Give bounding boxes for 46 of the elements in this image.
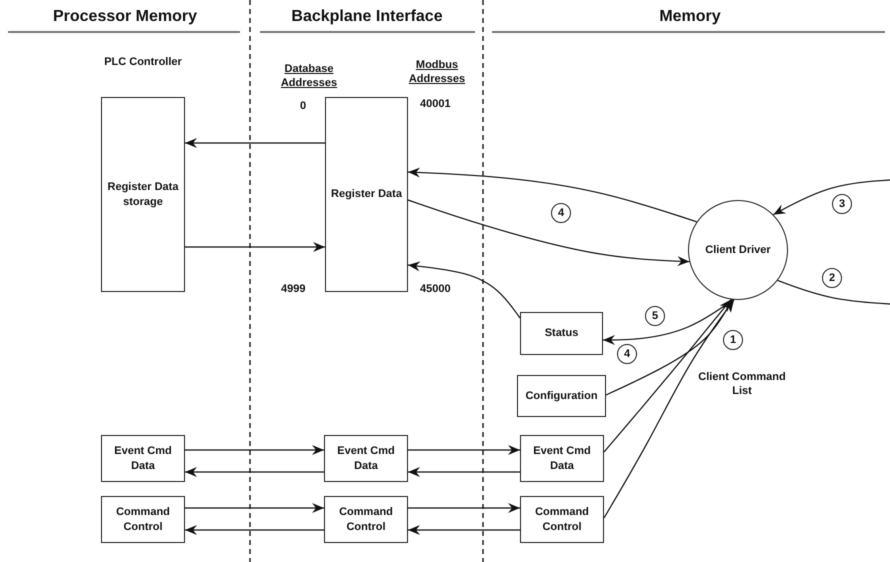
node-label: Command Control bbox=[115, 505, 171, 534]
callout-number: 5 bbox=[645, 306, 665, 326]
node-label: Command Control bbox=[534, 505, 590, 534]
node-label: Event Cmd Data bbox=[336, 444, 396, 473]
node-label: Client Driver bbox=[705, 242, 771, 258]
arrow bbox=[603, 299, 734, 518]
note-label: 40001 bbox=[420, 98, 451, 110]
arrow bbox=[408, 168, 697, 222]
arrow bbox=[185, 242, 325, 252]
arrow bbox=[408, 199, 690, 266]
arrow bbox=[408, 445, 520, 455]
section-heading: Backplane Interface bbox=[291, 8, 443, 26]
arrow bbox=[185, 525, 324, 535]
note-label: 45000 bbox=[420, 283, 451, 295]
callout-number: 1 bbox=[723, 330, 743, 350]
section-heading: Processor Memory bbox=[52, 8, 198, 26]
node-label: Event Cmd Data bbox=[532, 444, 592, 473]
note-label: 0 bbox=[300, 100, 306, 112]
arrow bbox=[408, 525, 520, 535]
note-label: 4999 bbox=[281, 283, 306, 295]
callout-number: 3 bbox=[832, 194, 852, 214]
arrow bbox=[603, 299, 734, 345]
arrow bbox=[606, 299, 733, 396]
arrow bbox=[773, 179, 890, 216]
arrow bbox=[408, 503, 520, 513]
node-label: Configuration bbox=[525, 388, 598, 404]
note-label: Client Command List bbox=[697, 370, 787, 399]
node-label: Event Cmd Data bbox=[113, 444, 173, 473]
section-heading: Memory bbox=[659, 8, 721, 26]
node-label: Register Data storage bbox=[106, 180, 180, 209]
note-label: Database Addresses bbox=[280, 62, 338, 91]
callout-number: 4 bbox=[551, 203, 571, 223]
callout-number: 2 bbox=[822, 268, 842, 288]
arrow bbox=[185, 467, 324, 477]
node-label: Command Control bbox=[338, 505, 394, 534]
node-label: Status bbox=[544, 326, 578, 341]
node-label: Register Data bbox=[331, 187, 402, 202]
heading-label: PLC Controller bbox=[103, 55, 183, 70]
arrow bbox=[185, 138, 325, 148]
arrow bbox=[408, 261, 520, 318]
arrow bbox=[185, 445, 324, 455]
arrow bbox=[408, 467, 520, 477]
arrow bbox=[604, 299, 732, 452]
callout-number: 4 bbox=[617, 344, 637, 364]
note-label: Modbus Addresses bbox=[408, 58, 466, 87]
arrow bbox=[185, 503, 324, 513]
